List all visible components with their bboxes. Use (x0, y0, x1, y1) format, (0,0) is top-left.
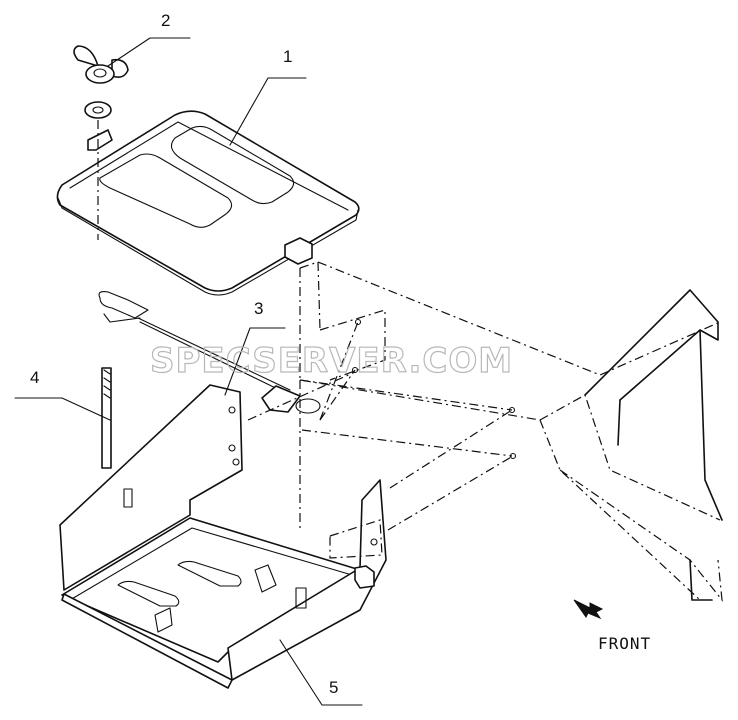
callout-2: 2 (161, 11, 170, 30)
callout-4: 4 (30, 368, 39, 387)
front-arrow-icon (573, 599, 604, 620)
assembly-lines (97, 120, 517, 531)
callout-1: 1 (283, 47, 292, 66)
callout-5: 5 (329, 678, 338, 697)
watermark: SPECSERVER.COM (150, 341, 513, 381)
battery-tray (59, 384, 387, 689)
wing-nut (73, 45, 129, 119)
callout-3: 3 (254, 299, 263, 318)
front-label: FRONT (598, 634, 651, 653)
leader-lines (14, 37, 363, 706)
battery-cover (56, 110, 360, 296)
hold-down-rod (98, 291, 321, 414)
